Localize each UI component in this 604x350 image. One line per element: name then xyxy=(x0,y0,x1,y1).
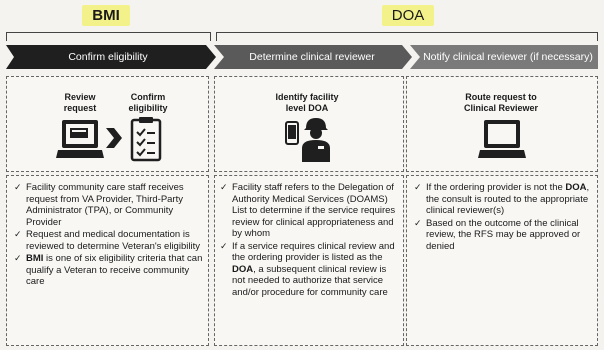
identify-doa-label-line1: Identify facility xyxy=(275,92,339,102)
step-label-3: Notify clinical reviewer (if necessary) xyxy=(423,51,593,63)
step-chevron-2 xyxy=(214,45,412,69)
chevron-right-icon xyxy=(106,128,122,148)
identify-doa-label: Identify facility level DOA xyxy=(252,92,362,114)
bmi-header: BMI xyxy=(0,5,212,26)
review-request-label-line1: Review xyxy=(64,92,96,102)
route-request-label-line2: Clinical Reviewer xyxy=(463,103,539,113)
laptop-icon xyxy=(56,120,104,158)
bmi-header-label: BMI xyxy=(82,5,130,26)
confirm-eligibility-label-line1: Confirm xyxy=(130,92,166,102)
doctor-phone-icon xyxy=(285,118,330,162)
clipboard-checklist-icon xyxy=(130,117,162,162)
bmi-item-3: BMI is one of six eligibility criteria t… xyxy=(14,253,204,288)
notify-text: If the ordering provider is not the DOA,… xyxy=(414,182,594,253)
notify-item-2: Based on the outcome of the clinical rev… xyxy=(414,218,594,253)
bmi-bracket xyxy=(6,32,211,41)
doa-header: DOA xyxy=(212,5,604,26)
identify-doa-label-line2: level DOA xyxy=(285,103,329,113)
route-request-label: Route request to Clinical Reviewer xyxy=(446,92,556,114)
laptop-icon-2 xyxy=(478,120,526,158)
doa-header-label: DOA xyxy=(381,5,435,26)
step-label-1: Confirm eligibility xyxy=(68,51,148,63)
bmi-text: Facility community care staff receives r… xyxy=(14,182,204,289)
route-request-label-line1: Route request to xyxy=(465,92,537,102)
review-request-label-line2: request xyxy=(63,103,97,113)
bmi-icon-panel xyxy=(6,76,209,172)
bmi-item-2: Request and medical documentation is rev… xyxy=(14,229,204,252)
step-label-2: Determine clinical reviewer xyxy=(249,51,375,63)
step-chevron-3 xyxy=(410,45,598,69)
confirm-eligibility-label: Confirm eligibility xyxy=(118,92,178,114)
step-chevron-1 xyxy=(6,45,216,69)
doa-bracket xyxy=(216,32,598,41)
bmi-item-1: Facility community care staff receives r… xyxy=(14,182,204,228)
review-request-label: Review request xyxy=(54,92,106,114)
notify-item-1: If the ordering provider is not the DOA,… xyxy=(414,182,594,217)
doa-text: Facility staff refers to the Delegation … xyxy=(220,182,398,299)
confirm-eligibility-label-line2: eligibility xyxy=(128,103,168,113)
doa-item-1: Facility staff refers to the Delegation … xyxy=(220,182,398,240)
doa-item-2: If a service requires clinical review an… xyxy=(220,241,398,299)
step-chevrons xyxy=(6,45,598,69)
